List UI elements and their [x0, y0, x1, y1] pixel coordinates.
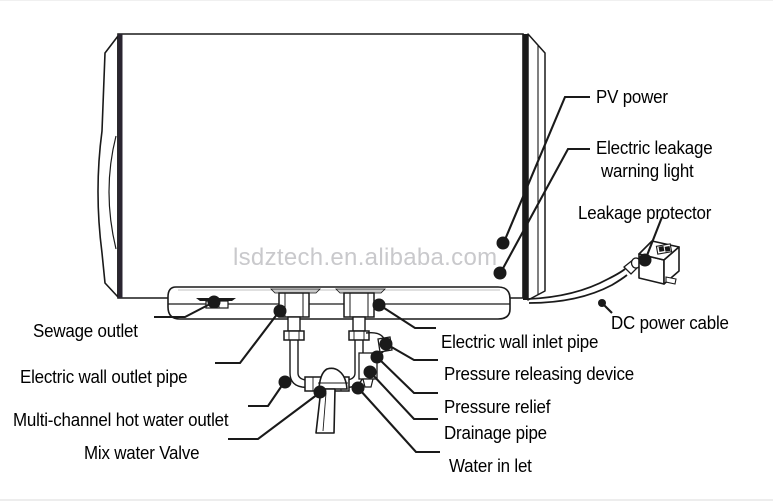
left-pipe-nut — [283, 330, 305, 341]
heater-left-rail — [118, 34, 123, 298]
leader-electric-leakage-warning-light — [500, 147, 590, 273]
leader-electric-wall-outlet-pipe — [215, 312, 279, 365]
leader-pv-power — [503, 95, 590, 243]
dot-water-in-let — [351, 381, 365, 395]
dot-pressure-releasing-device — [379, 337, 393, 351]
dot-sewage-outlet — [207, 295, 221, 309]
leader-pressure-relief — [378, 358, 438, 395]
leader-water-in-let — [359, 389, 440, 454]
mix-valve-spout — [315, 388, 336, 434]
protector-right-face — [663, 246, 680, 285]
leader-sewage-outlet — [154, 302, 213, 319]
label-pressure-relief: Pressure relief — [444, 397, 551, 417]
right-pipe-upper-body — [343, 292, 375, 318]
leader-electric-wall-inlet-pipe — [380, 305, 436, 330]
label-electric-wall-outlet-pipe: Electric wall outlet pipe — [20, 367, 188, 387]
label-drainage-pipe: Drainage pipe — [444, 423, 547, 443]
heater-left-side-panel — [97, 35, 119, 298]
left-pipe-cap-plate — [270, 288, 321, 294]
label-water-in-let: Water in let — [449, 456, 532, 476]
mix-valve-spout-inner — [322, 392, 327, 432]
leader-mix-water-valve — [228, 393, 319, 441]
label-electric-leakage-warning-light-line2: warning light — [601, 161, 694, 181]
mix-water-valve-group — [315, 367, 348, 434]
label-mix-water-valve: Mix water Valve — [84, 443, 200, 463]
dot-dc-power-cable — [598, 299, 606, 307]
leader-leakage-protector — [645, 216, 663, 259]
drainage-outlet-nub — [362, 378, 374, 388]
bottom-skirt-panel — [167, 286, 511, 320]
protector-reset-button — [664, 245, 671, 252]
leader-pressure-releasing-device — [387, 344, 438, 362]
dot-electric-wall-outlet-pipe — [273, 304, 287, 318]
heater-left-panel-arc — [108, 135, 117, 250]
dc-power-cable-inner — [528, 274, 628, 304]
leader-multi-channel-hot-water-outlet — [248, 383, 284, 408]
left-pipe-assembly-group — [270, 288, 322, 392]
heater-right-rail — [523, 34, 528, 300]
dot-multi-channel-hot-water-outlet — [278, 375, 292, 389]
left-pipe-neck — [287, 316, 301, 332]
label-pv-power: PV power — [596, 87, 668, 107]
dot-leakage-protector — [638, 253, 652, 267]
right-pipe-cap-plate — [335, 288, 386, 294]
right-pipe-neck — [352, 316, 366, 332]
mix-valve-dome — [318, 367, 348, 390]
label-electric-leakage-warning-light-line1: Electric leakage — [596, 138, 713, 158]
dot-mix-water-valve — [313, 385, 327, 399]
leader-drainage-pipe — [371, 373, 438, 421]
protector-bottom-tab — [665, 276, 677, 285]
dot-drainage-pipe — [363, 365, 377, 379]
right-pipe-nut — [348, 330, 370, 341]
label-leakage-protector: Leakage protector — [578, 203, 712, 223]
dot-electric-leakage-warning-light — [493, 266, 507, 280]
heater-body-group — [97, 33, 546, 301]
right-pipe-upper-inner — [349, 293, 369, 317]
dot-pv-power — [496, 236, 510, 250]
protector-test-button — [658, 246, 665, 252]
callout-leaders-group — [154, 95, 663, 454]
dc-power-cable-outer — [527, 268, 626, 300]
label-sewage-outlet: Sewage outlet — [33, 321, 138, 341]
label-dc-power-cable: DC power cable — [611, 313, 729, 333]
left-pipe-tube — [289, 340, 299, 373]
dot-pressure-relief — [370, 350, 384, 364]
label-electric-wall-inlet-pipe: Electric wall inlet pipe — [441, 332, 599, 352]
watermark-text: lsdztech.en.alibaba.com — [233, 244, 498, 271]
label-pressure-releasing-device: Pressure releasing device — [444, 364, 634, 384]
dot-electric-wall-inlet-pipe — [372, 298, 386, 312]
label-multi-channel-hot-water-outlet: Multi-channel hot water outlet — [13, 410, 229, 430]
bottom-skirt-panel-group — [167, 286, 511, 320]
